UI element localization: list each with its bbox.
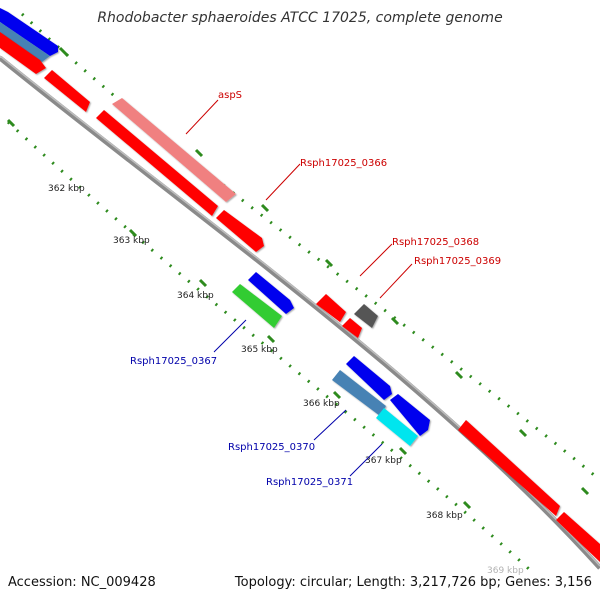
gene-rsph0369[interactable] [316, 294, 346, 322]
gene-red-2[interactable] [44, 70, 90, 112]
gene-rsph0368[interactable] [354, 304, 378, 328]
map-title: Rhodobacter sphaeroides ATCC 17025, comp… [97, 10, 502, 26]
tick-label-369: 369 kbp [487, 566, 524, 576]
gene-rsph0370[interactable] [332, 370, 386, 416]
gene-label-aspS[interactable]: aspS [218, 90, 242, 101]
outer-tick-row [20, 12, 600, 482]
gene-red-topleft[interactable] [0, 32, 46, 74]
tick-label-365: 365 kbp [241, 345, 278, 355]
gene-steel-topleft[interactable] [0, 22, 50, 62]
gene-blue-topleft[interactable] [0, 8, 58, 56]
gene-red-bottom-1[interactable] [458, 420, 560, 516]
leader-lines [185, 99, 413, 477]
gene-label-rsph0370[interactable]: Rsph17025_0370 [228, 442, 315, 453]
tick-label-364: 364 kbp [177, 291, 214, 301]
gene-red-aspS-long[interactable] [96, 110, 218, 216]
tick-label-367: 367 kbp [365, 456, 402, 466]
gene-red-small[interactable] [342, 318, 362, 338]
gene-red-bottom-2[interactable] [556, 512, 600, 562]
tick-label-368: 368 kbp [426, 511, 463, 521]
gene-label-rsph0367[interactable]: Rsph17025_0367 [130, 356, 217, 367]
gene-blue-367[interactable] [390, 394, 430, 436]
gene-rsph0367[interactable] [232, 284, 282, 328]
gene-blue-365[interactable] [248, 272, 294, 314]
gene-aspS[interactable] [112, 98, 236, 202]
tick-label-366: 366 kbp [303, 399, 340, 409]
tick-label-362: 362 kbp [48, 184, 85, 194]
gene-rsph0366[interactable] [216, 210, 264, 252]
gene-rsph0371[interactable] [376, 408, 418, 446]
gene-label-rsph0369[interactable]: Rsph17025_0369 [414, 256, 501, 267]
gene-blue-366[interactable] [346, 356, 392, 400]
genome-summary-text: Topology: circular; Length: 3,217,726 bp… [234, 575, 592, 590]
gene-label-rsph0366[interactable]: Rsph17025_0366 [300, 158, 387, 169]
major-ticks [6, 46, 590, 510]
tick-label-363: 363 kbp [113, 236, 150, 246]
genome-backbone [0, 56, 600, 570]
accession-text: Accession: NC_009428 [8, 575, 156, 590]
gene-label-rsph0368[interactable]: Rsph17025_0368 [392, 237, 479, 248]
gene-label-rsph0371[interactable]: Rsph17025_0371 [266, 477, 353, 488]
